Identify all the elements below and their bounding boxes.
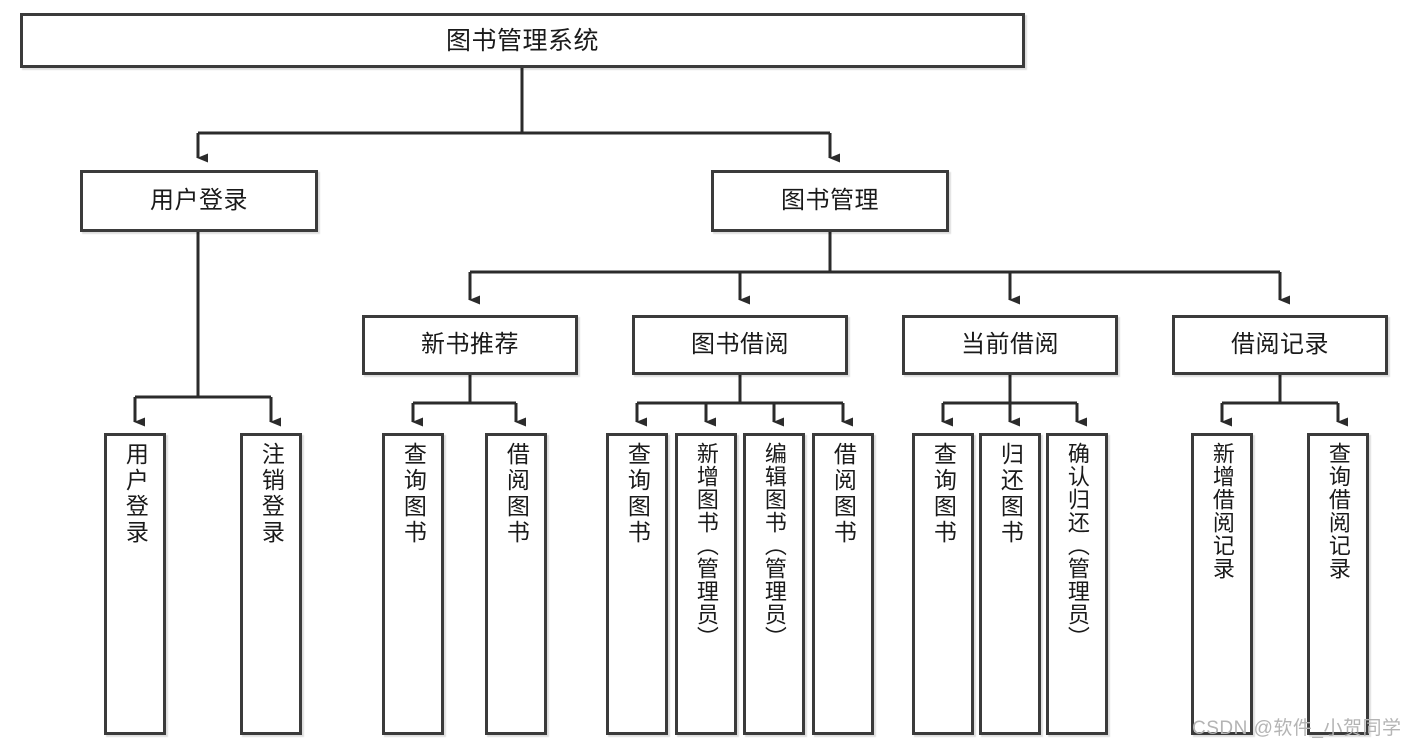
node-label: 注销登录 (258, 442, 285, 546)
leaf-return-books[interactable]: 归还图书 (979, 433, 1041, 735)
node-label: 查询图书 (624, 442, 651, 546)
node-label: 查询图书 (930, 442, 957, 546)
node-book-management[interactable]: 图书管理 (711, 170, 949, 232)
node-label: 查询图书 (400, 442, 427, 546)
leaf-borrow-books[interactable]: 借阅图书 (812, 433, 874, 735)
node-label: 查询借阅记录 (1325, 442, 1351, 580)
node-label: 归还图书 (997, 442, 1024, 546)
leaf-borrow-books-recommend[interactable]: 借阅图书 (485, 433, 547, 735)
node-label: 当前借阅 (961, 330, 1059, 358)
node-label: 新增图书（管理员） (693, 442, 719, 649)
node-label: 新书推荐 (421, 330, 519, 358)
node-label: 新增借阅记录 (1209, 442, 1235, 580)
leaf-query-borrow-record[interactable]: 查询借阅记录 (1307, 433, 1369, 735)
node-label: 编辑图书（管理员） (761, 442, 787, 649)
leaf-query-books-current[interactable]: 查询图书 (912, 433, 974, 735)
node-label: 确认归还（管理员） (1064, 442, 1090, 649)
node-label: 借阅图书 (830, 442, 857, 546)
node-user-login[interactable]: 用户登录 (80, 170, 318, 232)
leaf-query-books-recommend[interactable]: 查询图书 (382, 433, 444, 735)
node-borrow-records[interactable]: 借阅记录 (1172, 315, 1388, 375)
leaf-logout[interactable]: 注销登录 (240, 433, 302, 735)
leaf-edit-book-admin[interactable]: 编辑图书（管理员） (743, 433, 805, 735)
node-label: 图书借阅 (691, 330, 789, 358)
node-label: 图书管理系统 (445, 26, 599, 55)
leaf-confirm-return-admin[interactable]: 确认归还（管理员） (1046, 433, 1108, 735)
csdn-watermark: CSDN @软件_小贺同学 (1192, 718, 1402, 739)
leaf-user-login[interactable]: 用户登录 (104, 433, 166, 735)
node-label: 图书管理 (781, 186, 879, 214)
node-root-book-management-system[interactable]: 图书管理系统 (20, 13, 1025, 68)
node-label: 借阅记录 (1231, 330, 1329, 358)
node-label: 借阅图书 (503, 442, 530, 546)
leaf-add-borrow-record[interactable]: 新增借阅记录 (1191, 433, 1253, 735)
node-label: 用户登录 (150, 186, 248, 214)
leaf-query-books-borrow[interactable]: 查询图书 (606, 433, 668, 735)
leaf-add-book-admin[interactable]: 新增图书（管理员） (675, 433, 737, 735)
node-book-borrow[interactable]: 图书借阅 (632, 315, 848, 375)
node-label: 用户登录 (122, 442, 149, 546)
node-current-borrow[interactable]: 当前借阅 (902, 315, 1118, 375)
node-new-book-recommend[interactable]: 新书推荐 (362, 315, 578, 375)
